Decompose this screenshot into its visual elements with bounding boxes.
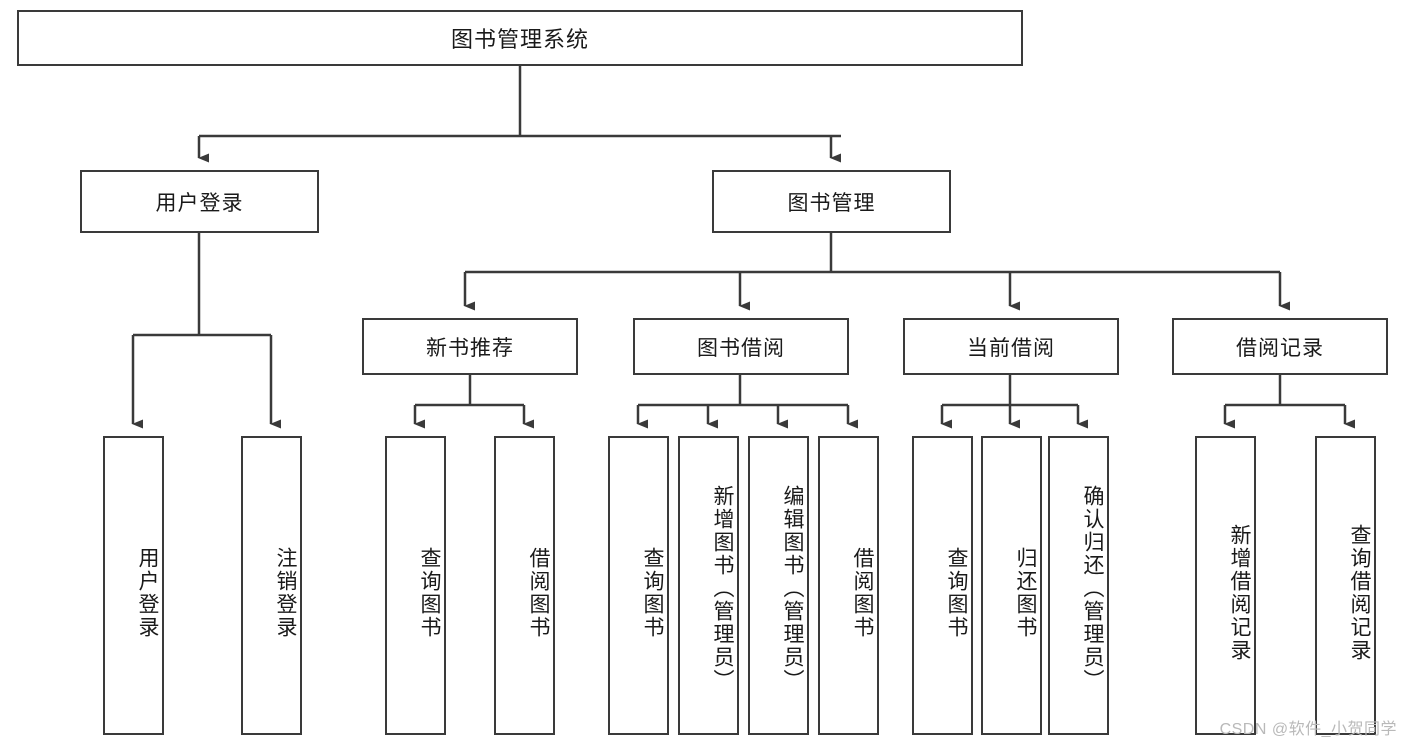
leaf-record-add-record[interactable]: 新增借阅记录 <box>1195 436 1256 735</box>
node-book-management[interactable]: 图书管理 <box>712 170 951 233</box>
node-new-book-recommend[interactable]: 新书推荐 <box>362 318 578 375</box>
leaf-borrow-query-book[interactable]: 查询图书 <box>608 436 669 735</box>
leaf-current-confirm-return-admin[interactable]: 确认归还（管理员） <box>1048 436 1109 735</box>
leaf-record-query-record[interactable]: 查询借阅记录 <box>1315 436 1376 735</box>
leaf-borrow-add-book-admin[interactable]: 新增图书（管理员） <box>678 436 739 735</box>
leaf-borrow-borrow-book[interactable]: 借阅图书 <box>818 436 879 735</box>
leaf-user-login-login[interactable]: 用户登录 <box>103 436 164 735</box>
leaf-current-return-book[interactable]: 归还图书 <box>981 436 1042 735</box>
leaf-user-login-logout[interactable]: 注销登录 <box>241 436 302 735</box>
node-user-login[interactable]: 用户登录 <box>80 170 319 233</box>
watermark-text: CSDN @软件_小贺同学 <box>1219 721 1397 738</box>
leaf-current-query-book[interactable]: 查询图书 <box>912 436 973 735</box>
leaf-recommend-borrow-book[interactable]: 借阅图书 <box>494 436 555 735</box>
node-book-borrow[interactable]: 图书借阅 <box>633 318 849 375</box>
node-borrow-record[interactable]: 借阅记录 <box>1172 318 1388 375</box>
leaf-recommend-query-book[interactable]: 查询图书 <box>385 436 446 735</box>
node-current-borrow[interactable]: 当前借阅 <box>903 318 1119 375</box>
leaf-borrow-edit-book-admin[interactable]: 编辑图书（管理员） <box>748 436 809 735</box>
node-root-system[interactable]: 图书管理系统 <box>17 10 1023 66</box>
